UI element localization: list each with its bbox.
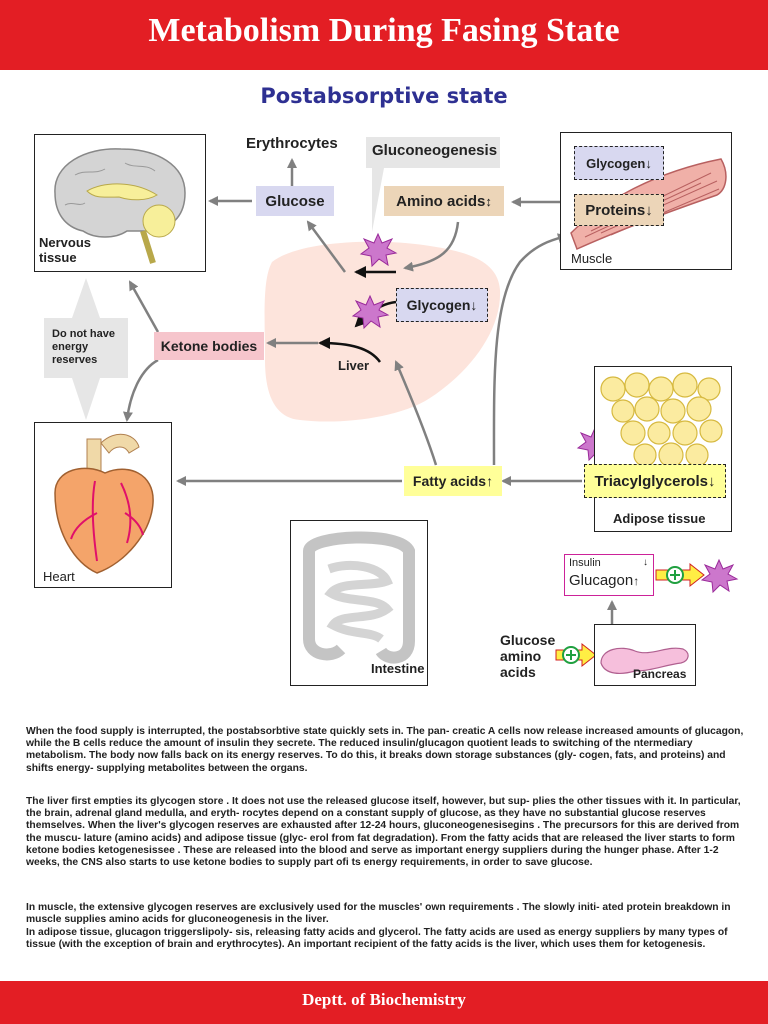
up-down-arrow-icon: ↕ <box>485 193 492 209</box>
insulin-label: Insulin <box>569 557 601 569</box>
erythrocytes-label: Erythrocytes <box>246 135 338 152</box>
arrow-fatty-to-muscle <box>492 233 568 466</box>
footer-text: Deptt. of Biochemistry <box>302 990 466 1009</box>
fatty-acids-box: Fatty acids↑ <box>404 466 502 496</box>
triacylglycerols-box: Triacylglycerols↓ <box>584 464 726 498</box>
down-arrow-icon: ↓ <box>643 557 648 568</box>
up-arrow-icon: ↑ <box>486 473 494 489</box>
heart-panel: Heart <box>34 422 172 588</box>
page-title: Metabolism During Fasing State <box>148 12 620 49</box>
burst-liver-2 <box>351 294 390 330</box>
amino-acids-box: Amino acids↕ <box>384 186 504 216</box>
intestine-label: Intestine <box>371 661 425 676</box>
down-arrow-icon: ↓ <box>645 201 653 219</box>
brain-illustration <box>54 148 186 264</box>
down-arrow-icon: ↓ <box>645 155 652 171</box>
adipose-panel: Adipose tissue <box>594 366 732 532</box>
arrow-ketone-to-heart <box>122 358 159 422</box>
paragraph-2: The liver first empties its glycogen sto… <box>26 796 741 869</box>
paragraph-3: In muscle, the extensive glycogen reserv… <box>26 902 731 926</box>
paragraph-1: When the food supply is interrupted, the… <box>26 726 744 774</box>
proteins-box: Proteins↓ <box>574 194 664 226</box>
intestine-illustration <box>303 531 415 664</box>
arrow-fatty-to-liver <box>394 360 438 466</box>
arrow-liver-to-glucose <box>306 220 347 273</box>
gluconeogenesis-label: Gluconeogenesis <box>372 142 498 159</box>
arrow-amino-to-liver <box>403 221 460 272</box>
up-arrow-icon: ↑ <box>633 574 640 588</box>
glucose-box: Glucose <box>256 186 334 216</box>
heart-illustration <box>54 433 154 574</box>
burst-pancreas <box>700 558 739 594</box>
adipose-illustration <box>600 372 723 468</box>
down-arrow-icon: ↓ <box>707 472 716 490</box>
title-banner: Metabolism During Fasing State <box>0 0 768 70</box>
insulin-glucagon-box: Insulin ↓ Glucagon↑ <box>564 554 654 596</box>
down-arrow-icon: ↓ <box>470 297 478 313</box>
glycogen-muscle-box: Glycogen↓ <box>574 146 664 180</box>
footer-banner: Deptt. of Biochemistry <box>0 981 768 1024</box>
diagram-subtitle: Postabsorptive state <box>260 84 508 108</box>
ketone-bodies-box: Ketone bodies <box>154 332 264 360</box>
pancreas-label: Pancreas <box>633 667 687 681</box>
paragraph-4: In adipose tissue, glucagon triggerslipo… <box>26 927 728 951</box>
glucagon-label: Glucagon↑ <box>569 572 640 589</box>
liver-label: Liver <box>338 358 370 373</box>
heart-label: Heart <box>43 569 75 584</box>
energy-reserves-callout <box>44 278 128 420</box>
arrow-liver-internal-3 <box>318 337 382 363</box>
muscle-label: Muscle <box>571 251 613 266</box>
pancreas-panel: Pancreas <box>594 624 696 686</box>
adipose-tissue-label: Adipose tissue <box>613 511 706 526</box>
glycogen-liver-box: Glycogen↓ <box>396 288 488 322</box>
arrow-ketone-to-brain <box>128 280 160 333</box>
metabolism-diagram <box>44 137 739 668</box>
pancreas-illustration <box>600 647 689 674</box>
gluconeogenesis-callout <box>366 137 500 232</box>
intestine-panel: Intestine <box>290 520 428 686</box>
liver-shape <box>264 241 501 422</box>
burst-liver-1 <box>359 232 398 268</box>
